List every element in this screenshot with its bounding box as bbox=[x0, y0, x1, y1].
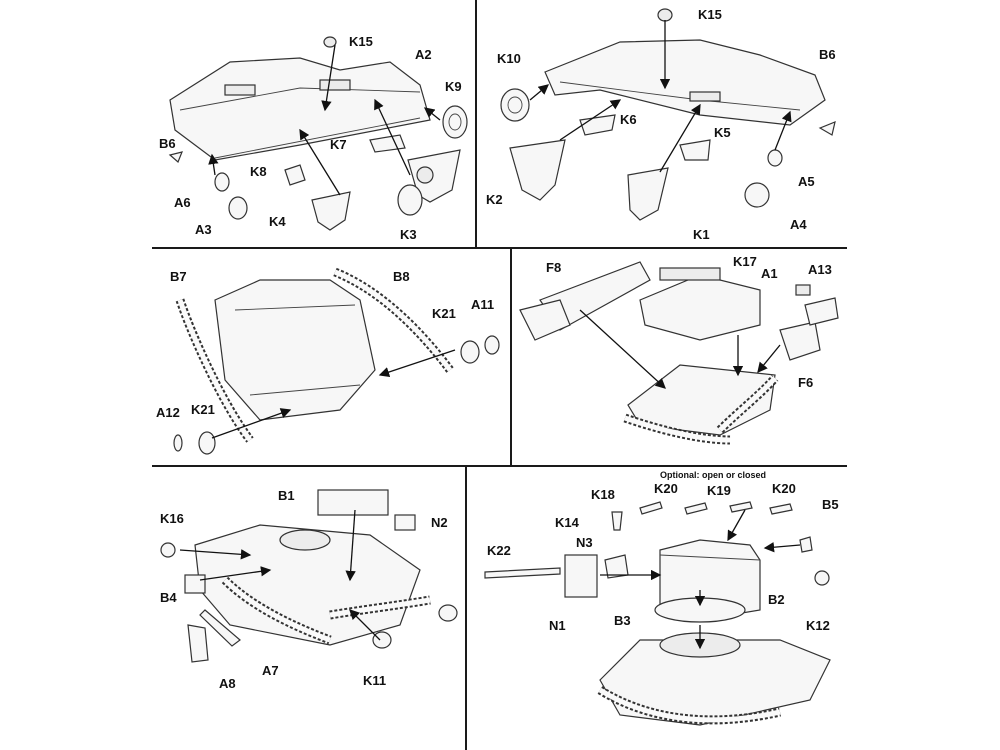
label-k12: K12 bbox=[806, 618, 830, 633]
label-b2: B2 bbox=[768, 592, 785, 607]
label-b4: B4 bbox=[160, 590, 177, 605]
label-k7: K7 bbox=[330, 137, 347, 152]
label-n2: N2 bbox=[431, 515, 448, 530]
label-a3: A3 bbox=[195, 222, 212, 237]
label-k15: K15 bbox=[349, 34, 373, 49]
label-n1: N1 bbox=[549, 618, 566, 633]
divider-horizontal-2 bbox=[152, 465, 847, 467]
panel2-art bbox=[500, 8, 836, 221]
label-k16: K16 bbox=[160, 511, 184, 526]
label-a5: A5 bbox=[798, 174, 815, 189]
label-b5: B5 bbox=[822, 497, 839, 512]
divider-vertical-top bbox=[475, 0, 477, 248]
divider-vertical-middle bbox=[510, 248, 512, 466]
label-k6: K6 bbox=[620, 112, 637, 127]
label-k8: K8 bbox=[250, 164, 267, 179]
panel1-art bbox=[168, 36, 468, 231]
label-f6: F6 bbox=[798, 375, 814, 390]
label-b8: B8 bbox=[393, 269, 410, 284]
label-k3: K3 bbox=[400, 227, 417, 242]
label-k15: K15 bbox=[698, 7, 722, 22]
panel6-art bbox=[484, 501, 831, 726]
label-f8: F8 bbox=[546, 260, 562, 275]
panel4-art bbox=[519, 261, 839, 445]
panel-1: K15 A2 K9 B6 A6 A3 K8 K7 K4 K3 bbox=[153, 0, 475, 247]
panel-3: B7 B8 K21 A11 A12 K21 bbox=[153, 249, 510, 465]
label-k19: K19 bbox=[707, 483, 731, 498]
label-k17: K17 bbox=[733, 254, 757, 269]
label-a11: A11 bbox=[471, 297, 495, 312]
label-k20-b: K20 bbox=[772, 481, 796, 496]
divider-vertical-bottom bbox=[465, 466, 467, 750]
label-a1: A1 bbox=[761, 266, 778, 281]
label-k9: K9 bbox=[445, 79, 462, 94]
label-k5: K5 bbox=[714, 125, 731, 140]
label-k1: K1 bbox=[693, 227, 710, 242]
label-a12: A12 bbox=[156, 405, 180, 420]
label-a4: A4 bbox=[790, 217, 807, 232]
optional-note: Optional: open or closed bbox=[660, 470, 767, 480]
panel3-art bbox=[173, 267, 500, 455]
divider-horizontal-1 bbox=[152, 247, 847, 249]
label-b6: B6 bbox=[159, 136, 176, 151]
label-k21: K21 bbox=[432, 306, 456, 321]
panel-2: K15 K10 B6 K6 K5 A5 K2 K1 A4 bbox=[477, 0, 847, 247]
label-n3: N3 bbox=[576, 535, 593, 550]
label-k10: K10 bbox=[497, 51, 521, 66]
panel5-art bbox=[160, 489, 458, 663]
label-k2: K2 bbox=[486, 192, 503, 207]
label-k11: K11 bbox=[363, 673, 387, 688]
label-k4: K4 bbox=[269, 214, 286, 229]
label-a13: A13 bbox=[808, 262, 832, 277]
label-b1: B1 bbox=[278, 488, 295, 503]
panel-4: F8 K17 A1 A13 F6 bbox=[512, 249, 847, 465]
label-b6: B6 bbox=[819, 47, 836, 62]
label-k18: K18 bbox=[591, 487, 615, 502]
label-b3: B3 bbox=[614, 613, 631, 628]
label-a8: A8 bbox=[219, 676, 236, 691]
panel-5: B1 K16 N2 B4 A8 A7 K11 bbox=[153, 467, 465, 750]
label-k21-b: K21 bbox=[191, 402, 215, 417]
label-a6: A6 bbox=[174, 195, 191, 210]
label-k20: K20 bbox=[654, 481, 678, 496]
label-b7: B7 bbox=[170, 269, 187, 284]
label-k14: K14 bbox=[555, 515, 579, 530]
panel-6: Optional: open or closed K18 K20 K19 K20… bbox=[467, 467, 847, 750]
label-a7: A7 bbox=[262, 663, 279, 678]
label-k22: K22 bbox=[487, 543, 511, 558]
label-a2: A2 bbox=[415, 47, 432, 62]
